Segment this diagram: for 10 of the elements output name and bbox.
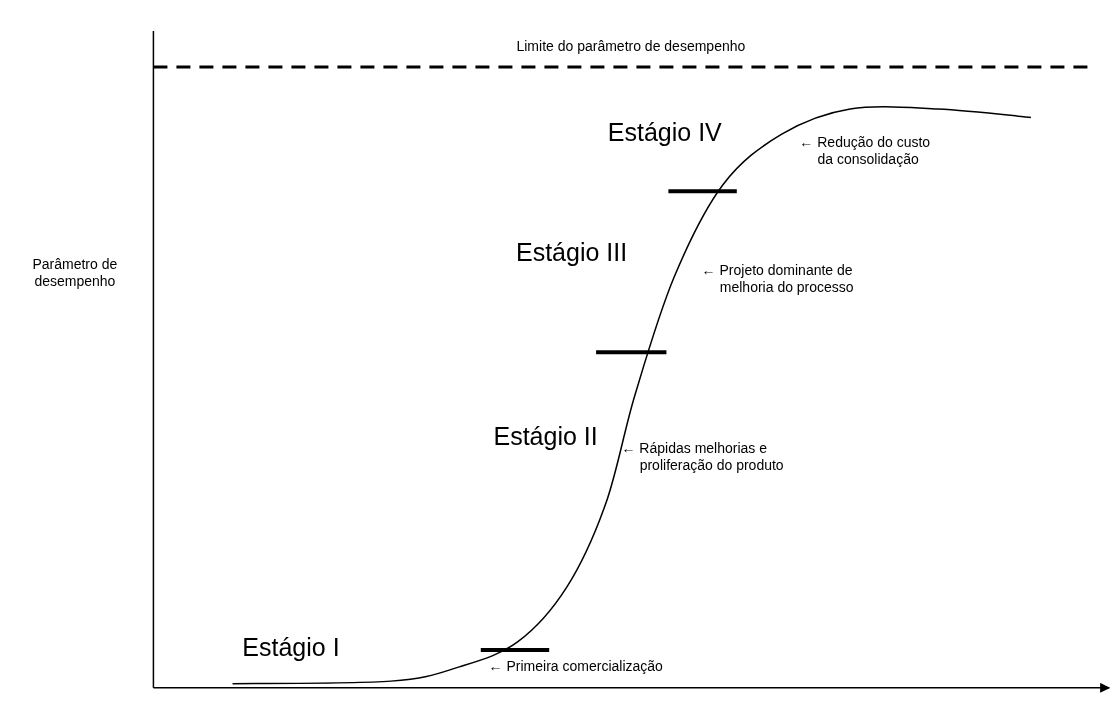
stage-label: Estágio IV	[607, 117, 722, 148]
stage-label: Estágio III	[515, 236, 628, 267]
axis-title: Parâmetro de desempenho	[31, 255, 119, 290]
stage-label: Estágio I	[242, 632, 340, 663]
annotation-text: ← Projeto dominante de melhoria do processo	[701, 261, 855, 296]
stage-label: Estágio II	[493, 421, 598, 452]
annotation-text: ← Rápidas melhorias e proliferação do produto	[621, 440, 785, 474]
annotation-text: ← Redução do custo da consolidação	[799, 134, 932, 168]
annotation-text: ← Primeira comercialização	[488, 657, 663, 675]
limit-label: Limite do parâmetro de desempenho	[515, 37, 747, 55]
